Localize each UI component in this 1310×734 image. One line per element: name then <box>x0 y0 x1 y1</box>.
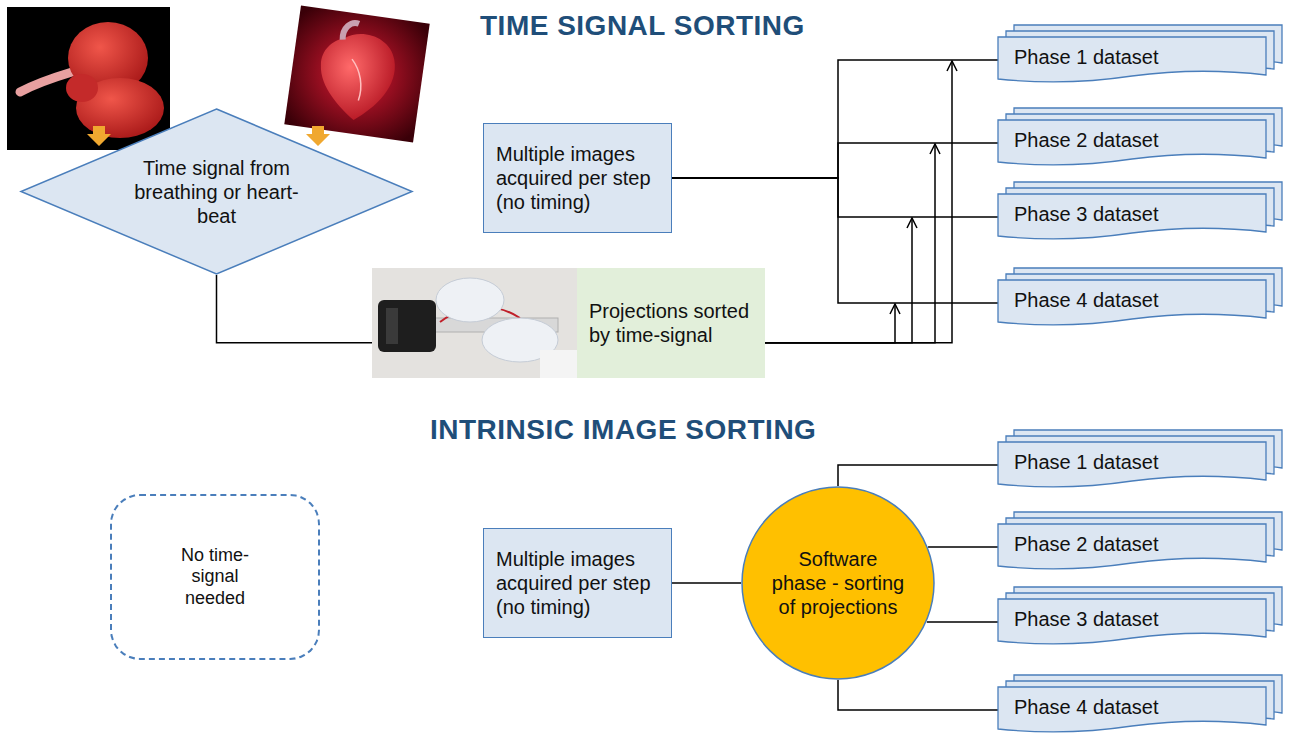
dataset-stack: Phase 4 dataset <box>998 280 1266 326</box>
node-text: Time signal from breathing or heart-beat <box>122 156 312 228</box>
node-text: Multiple images acquired per step (no ti… <box>496 142 659 214</box>
dataset-stack: Phase 1 dataset <box>998 37 1266 83</box>
connector-line <box>927 621 998 623</box>
process-box: Multiple images acquired per step (no ti… <box>483 123 672 233</box>
process-box: Multiple images acquired per step (no ti… <box>483 528 672 638</box>
connector-line <box>672 582 741 584</box>
section-heading: TIME SIGNAL SORTING <box>480 10 805 42</box>
process-box: Projections sorted by time-signal <box>372 268 765 378</box>
connector-line <box>217 275 373 343</box>
decision-diamond: Time signal from breathing or heart-beat <box>20 108 413 275</box>
lung-photo <box>7 7 170 150</box>
heart-photo <box>284 6 429 143</box>
connector-line <box>672 143 998 178</box>
node-text: Phase 3 dataset <box>1014 202 1159 226</box>
pointer-arrow <box>306 126 330 146</box>
dataset-stack: Phase 3 dataset <box>998 599 1266 645</box>
connector-line <box>765 144 935 343</box>
node-text: Phase 4 dataset <box>1014 695 1159 719</box>
dataset-stack: Phase 1 dataset <box>998 442 1266 488</box>
connector-line <box>672 178 998 217</box>
node-text: Phase 1 dataset <box>1014 45 1159 69</box>
dataset-stack: Phase 2 dataset <box>998 120 1266 166</box>
node-text: Phase 4 dataset <box>1014 288 1159 312</box>
connector-line <box>838 680 998 710</box>
node-text: Phase 1 dataset <box>1014 450 1159 474</box>
connector-line <box>672 60 998 178</box>
node-text: No time-signal needed <box>160 545 270 610</box>
node-text: Projections sorted by time-signal <box>589 299 755 347</box>
connector-line <box>765 218 912 343</box>
dataset-stack: Phase 3 dataset <box>998 194 1266 240</box>
connector-line <box>765 304 895 343</box>
dataset-stack: Phase 4 dataset <box>998 687 1266 733</box>
pointer-arrow <box>87 126 111 146</box>
node-text: Software phase - sorting of projections <box>771 547 906 619</box>
connector-line <box>928 546 998 548</box>
node-text: Phase 3 dataset <box>1014 607 1159 631</box>
connector-line <box>765 61 952 343</box>
connector-line <box>838 465 998 486</box>
node-text: Multiple images acquired per step (no ti… <box>496 547 659 619</box>
note-box: No time-signal needed <box>110 494 320 660</box>
node-text: Phase 2 dataset <box>1014 532 1159 556</box>
node-text: Phase 2 dataset <box>1014 128 1159 152</box>
section-heading: INTRINSIC IMAGE SORTING <box>430 414 816 446</box>
dataset-stack: Phase 2 dataset <box>998 524 1266 570</box>
process-circle: Software phase - sorting of projections <box>741 486 935 680</box>
